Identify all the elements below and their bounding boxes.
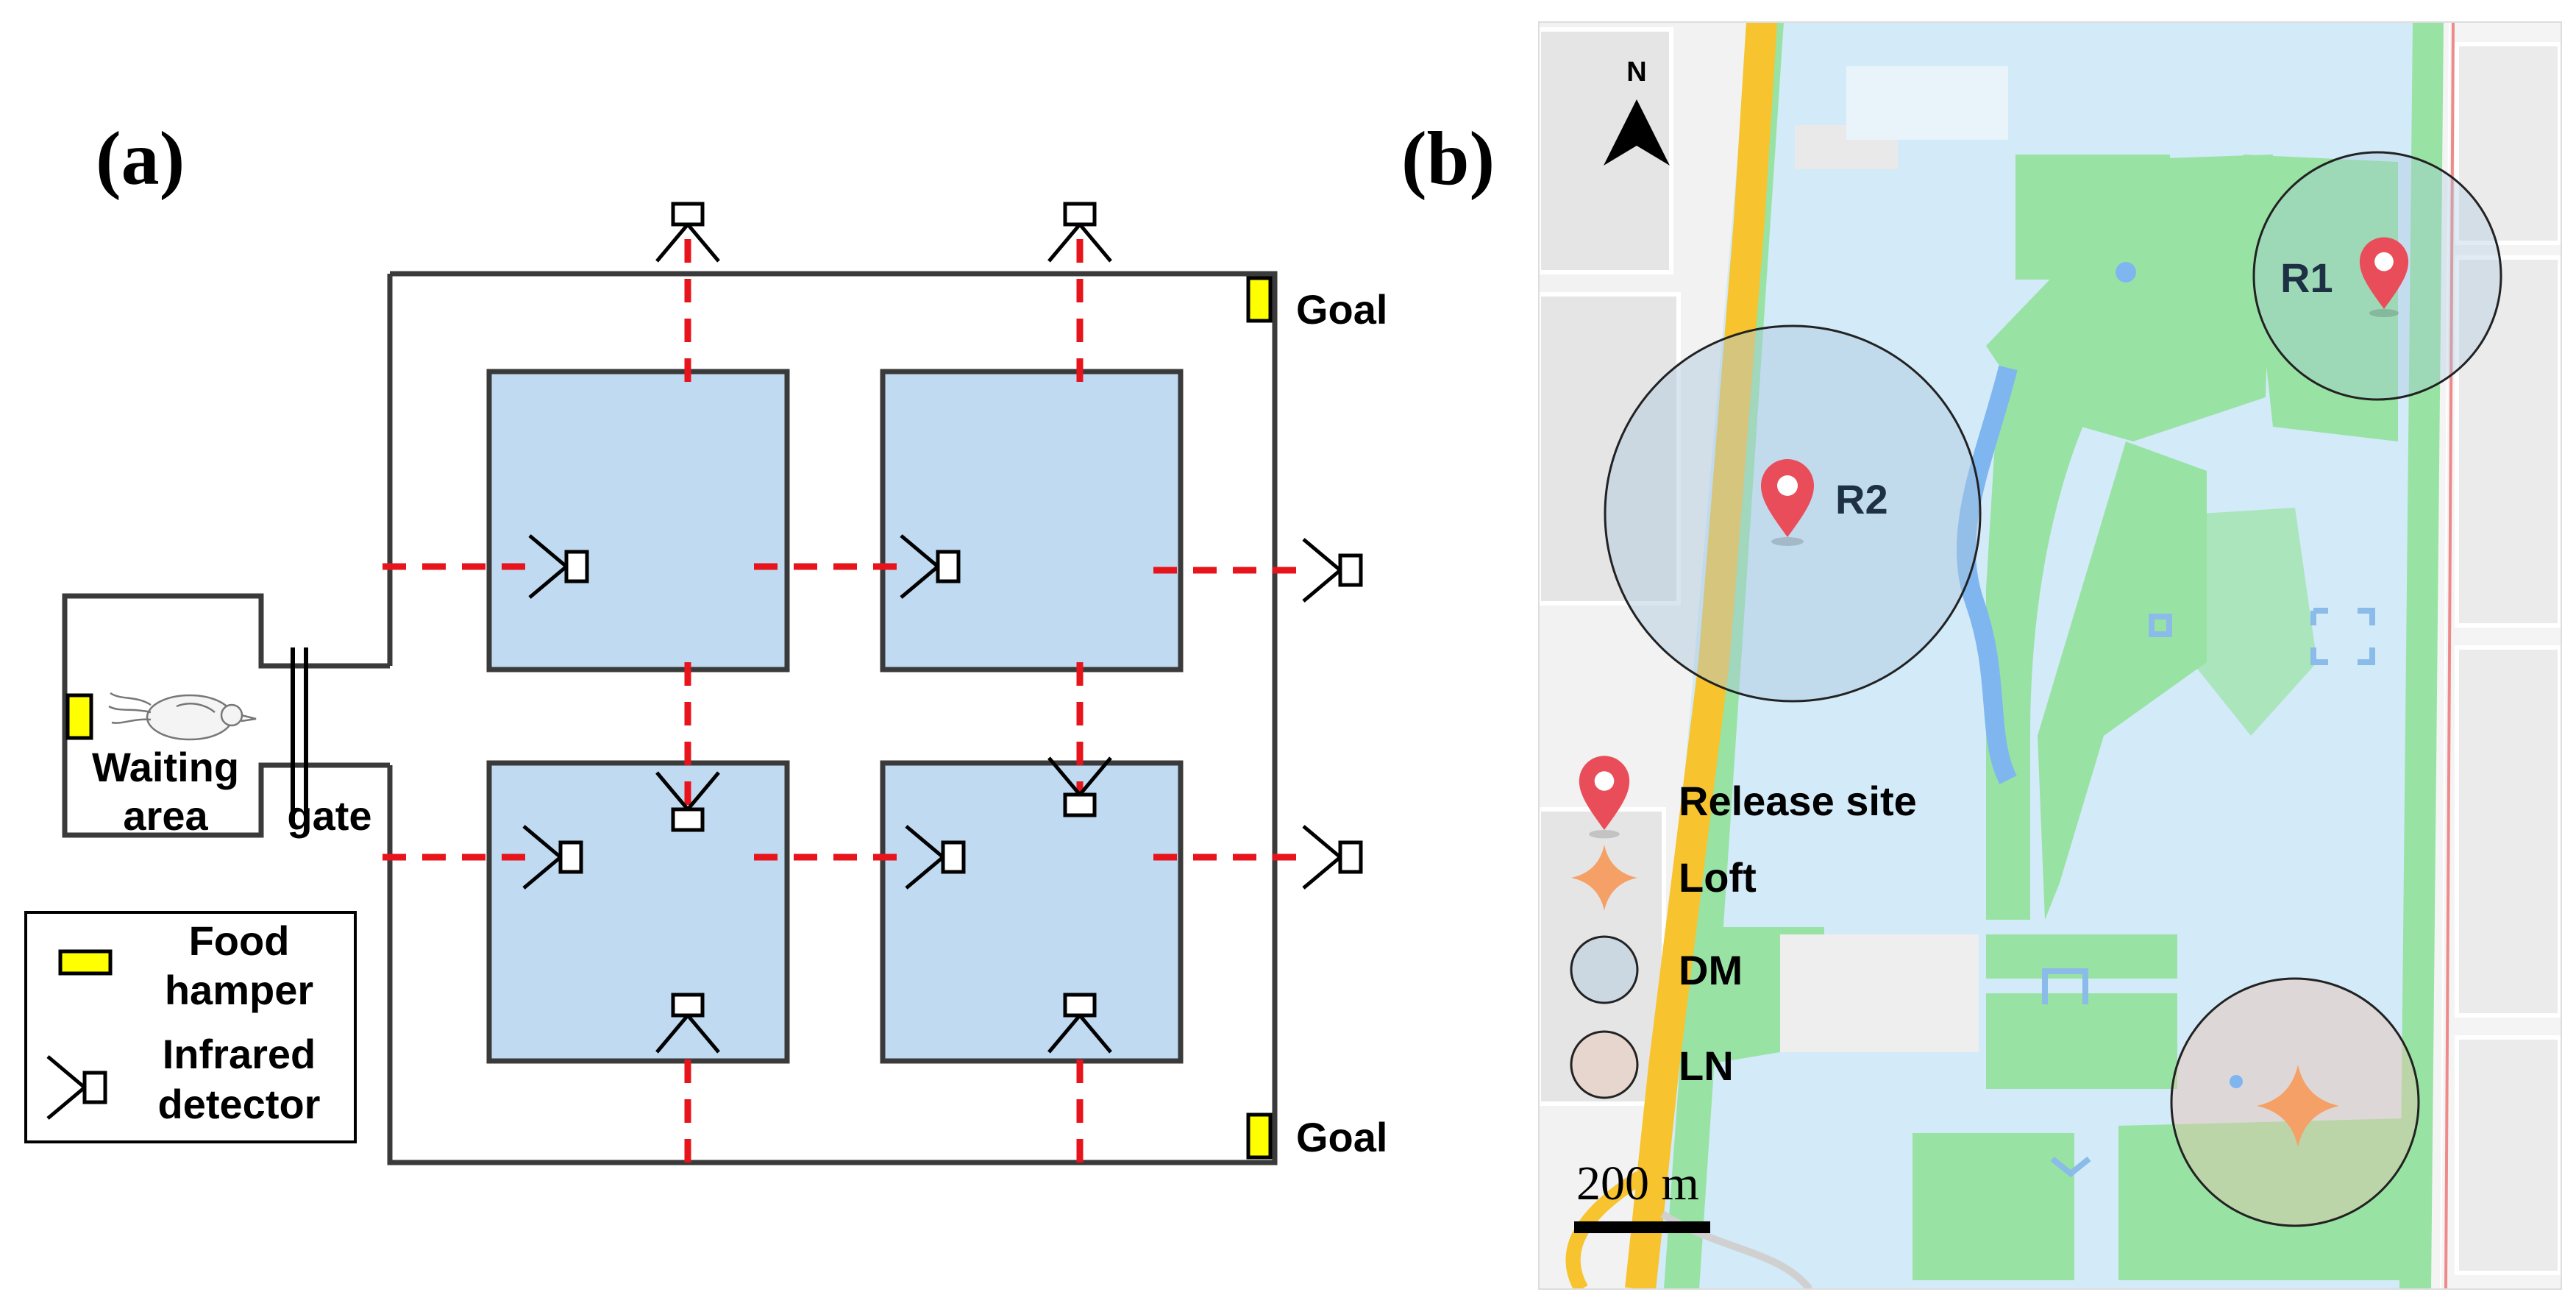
food-hamper-goal-top	[1246, 276, 1273, 323]
goal-bottom-label: Goal	[1296, 1114, 1387, 1160]
panel-a-label: (a)	[96, 116, 185, 201]
room-bottom-right	[880, 760, 1184, 1064]
food-hamper-waiting	[65, 693, 93, 740]
gate	[291, 647, 308, 823]
waiting-area-label-line1: Waiting	[92, 744, 239, 790]
legend-ln-swatch	[1570, 1030, 1639, 1099]
arena-outline	[387, 271, 1278, 1165]
legend-detector-line1: Infrared	[163, 1031, 316, 1077]
scale-label: 200 m	[1576, 1157, 1699, 1210]
legend-food-line2: hamper	[165, 967, 313, 1013]
north-arrow-icon: N	[1604, 57, 1670, 166]
legend-food-line1: Food	[189, 918, 290, 964]
map	[1539, 22, 2561, 1289]
food-hamper-goal-bottom	[1246, 1112, 1273, 1160]
release-site-label-r1: R1	[2280, 255, 2333, 301]
panel-b: (b)	[1401, 21, 2562, 1290]
scale-bar: 200 m	[1574, 1157, 1710, 1233]
infrared-beams	[383, 239, 1302, 1177]
panel-a: (a)	[24, 116, 1387, 1177]
release-site-label-r2: R2	[1835, 476, 1888, 522]
room-top-right	[880, 369, 1184, 672]
river	[1957, 365, 2018, 784]
legend-panel-b: Release site Loft DM LN	[1570, 756, 1917, 1099]
pigeon-icon	[108, 692, 257, 741]
panel-b-label: (b)	[1401, 116, 1495, 201]
legend-release-site: Release site	[1679, 778, 1917, 824]
legend-detector-line2: detector	[158, 1081, 321, 1127]
legend-ln: LN	[1679, 1043, 1734, 1089]
legend-food-hamper-swatch	[58, 949, 113, 976]
waiting-area-outline	[62, 593, 390, 838]
legend-dm-swatch	[1570, 935, 1639, 1004]
gate-label: gate	[287, 792, 371, 839]
room-bottom-left	[486, 760, 790, 1064]
legend-panel-a: Food hamper Infrared detector	[24, 911, 357, 1143]
goal-top-label: Goal	[1296, 286, 1387, 333]
room-top-left	[486, 369, 790, 672]
main-road	[1625, 22, 1777, 1289]
north-label: N	[1626, 57, 1646, 88]
legend-dm: DM	[1679, 947, 1743, 993]
waiting-area-label-line2: area	[123, 792, 208, 839]
legend-loft: Loft	[1679, 854, 1757, 901]
map-frame	[1538, 21, 2562, 1290]
